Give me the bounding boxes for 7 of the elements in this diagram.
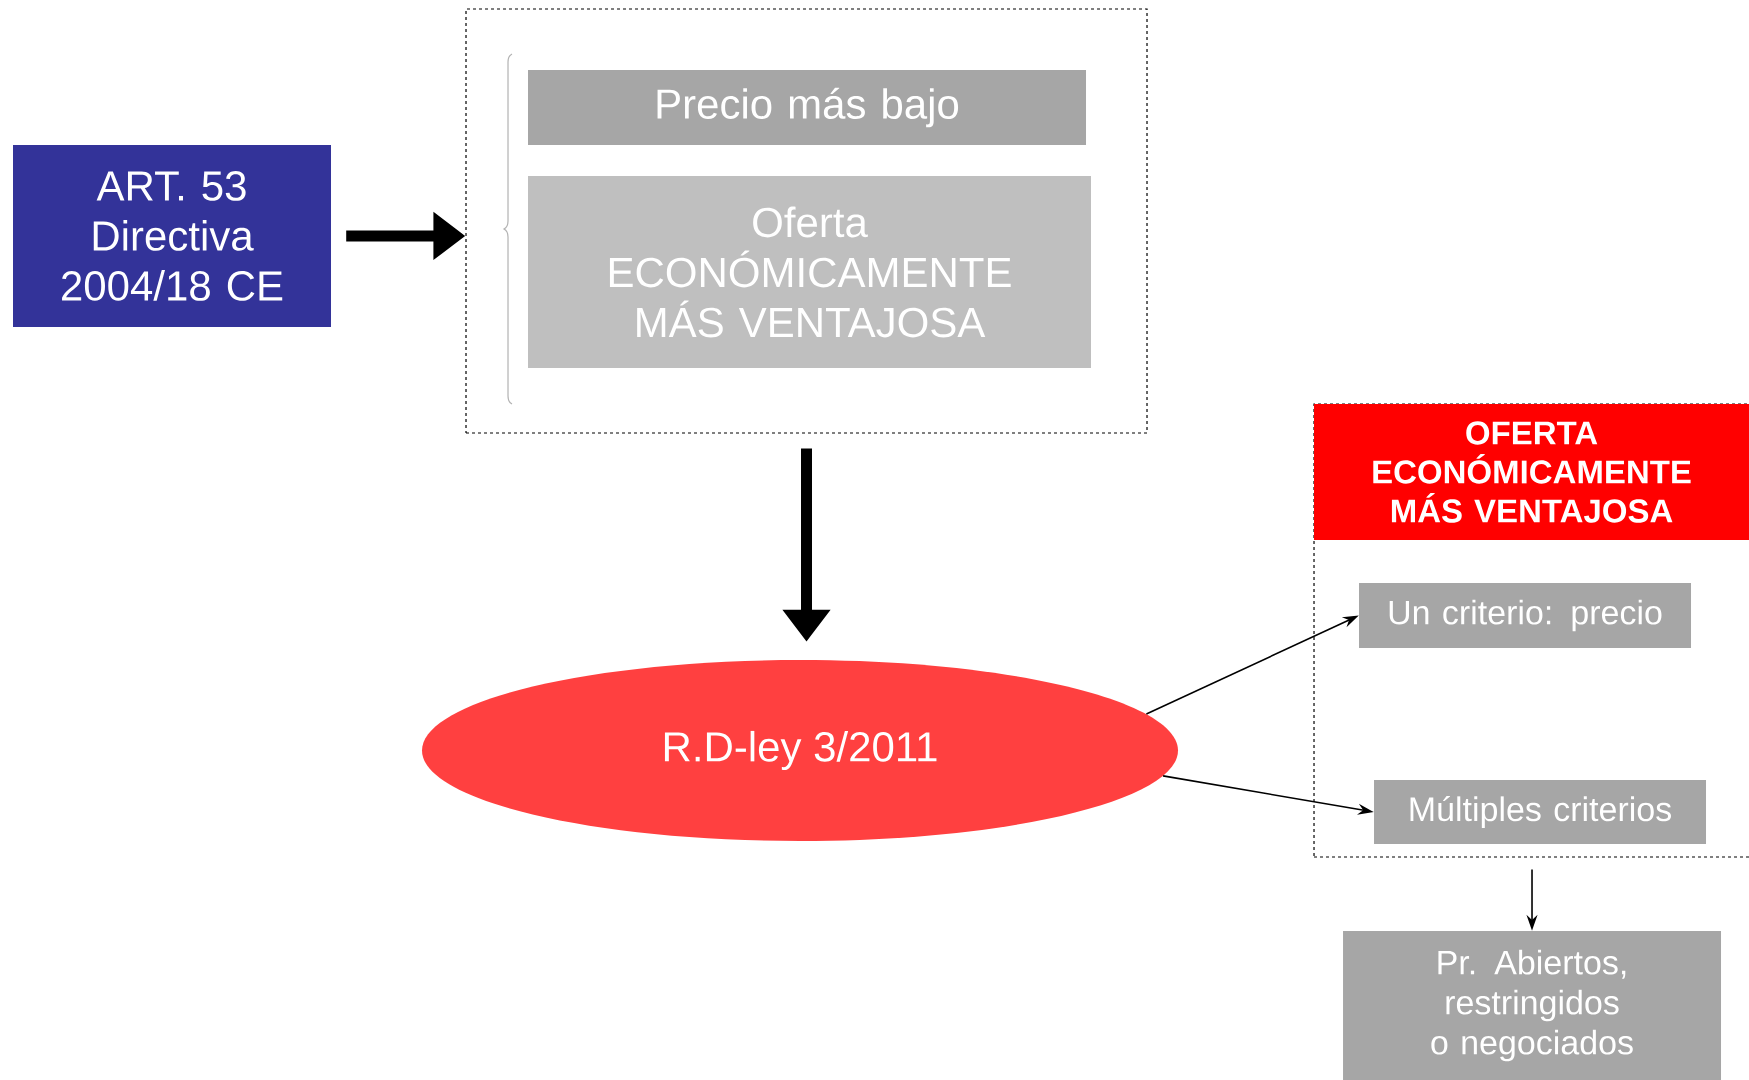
criterion-box: Oferta ECONÓMICAMENTE MÁS VENTAJOSA [528,176,1091,368]
article-box: ART. 53 Directiva 2004/18 CE [13,145,331,327]
procedure-box: Pr. Abiertos, restringidos o negociados [1343,931,1721,1080]
criterion-box: Un criterio: precio [1359,583,1691,648]
criterion-box: Múltiples criterios [1374,780,1706,844]
dashed-group-box [465,8,1148,434]
criterion-box: Precio más bajo [528,70,1086,145]
